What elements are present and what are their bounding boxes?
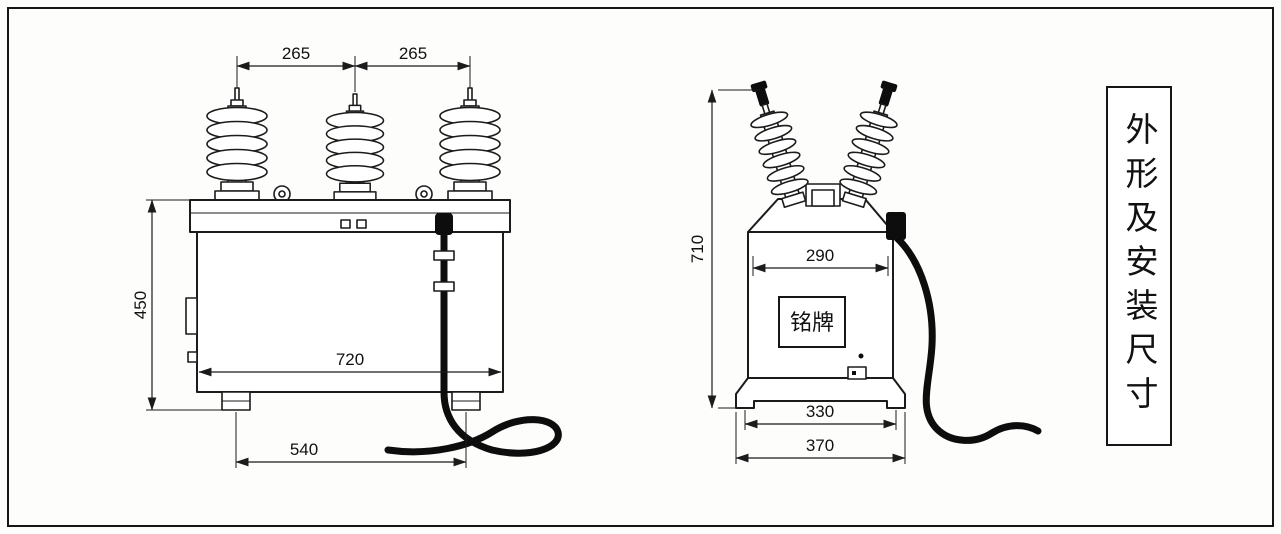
dim-450-label: 450 <box>131 291 150 319</box>
dim-330-label: 330 <box>806 402 834 421</box>
power-cable-front <box>384 228 562 457</box>
power-cable-side <box>893 234 1042 444</box>
title-text: 外形及安装尺寸 <box>1121 112 1158 420</box>
dim-front-height: 450 <box>131 199 222 411</box>
dim-base-inner: 330 <box>744 402 897 430</box>
dim-front-footspan: 540 <box>235 412 467 468</box>
front-view: 265 265 450 720 540 <box>131 44 562 468</box>
dim-265-right-label: 265 <box>399 44 427 63</box>
dim-370-label: 370 <box>806 436 834 455</box>
side-terminal-box <box>185 297 198 335</box>
dim-side-height: 710 <box>688 89 760 409</box>
side-view: 铭牌 710 290 <box>688 76 1042 464</box>
sheet-border <box>7 7 1274 527</box>
dim-540-label: 540 <box>290 440 318 459</box>
side-stud <box>187 351 198 363</box>
dim-base-outer: 370 <box>735 412 906 464</box>
bushing-left <box>206 87 268 201</box>
dim-265-left-label: 265 <box>282 44 310 63</box>
dim-290-label: 290 <box>806 246 834 265</box>
cable-gland <box>435 213 453 235</box>
dim-side-width: 290 <box>752 246 889 276</box>
dim-front-width: 720 <box>198 350 502 377</box>
dim-bushing-pitch: 265 265 <box>236 44 471 92</box>
lid-bolt-icon <box>340 219 351 229</box>
cable-gland-side <box>886 212 906 240</box>
dim-710-label: 710 <box>688 235 707 263</box>
nameplate-label: 铭牌 <box>790 310 834 335</box>
nameplate-box <box>778 296 846 348</box>
cable-clamp-icon <box>433 281 455 292</box>
drain-dot-icon <box>858 353 864 359</box>
bushing-middle <box>325 93 385 202</box>
mounting-base <box>735 377 906 409</box>
bushing-right <box>439 87 501 201</box>
terminal-block <box>847 366 867 380</box>
cable-clamp-icon <box>433 250 455 261</box>
lid-bolt-icon <box>356 219 367 229</box>
bushing-side-left <box>738 76 814 211</box>
dim-720-label: 720 <box>336 350 364 369</box>
bushing-side-right <box>834 76 910 211</box>
title-panel: 外形及安装尺寸 <box>1106 86 1172 446</box>
